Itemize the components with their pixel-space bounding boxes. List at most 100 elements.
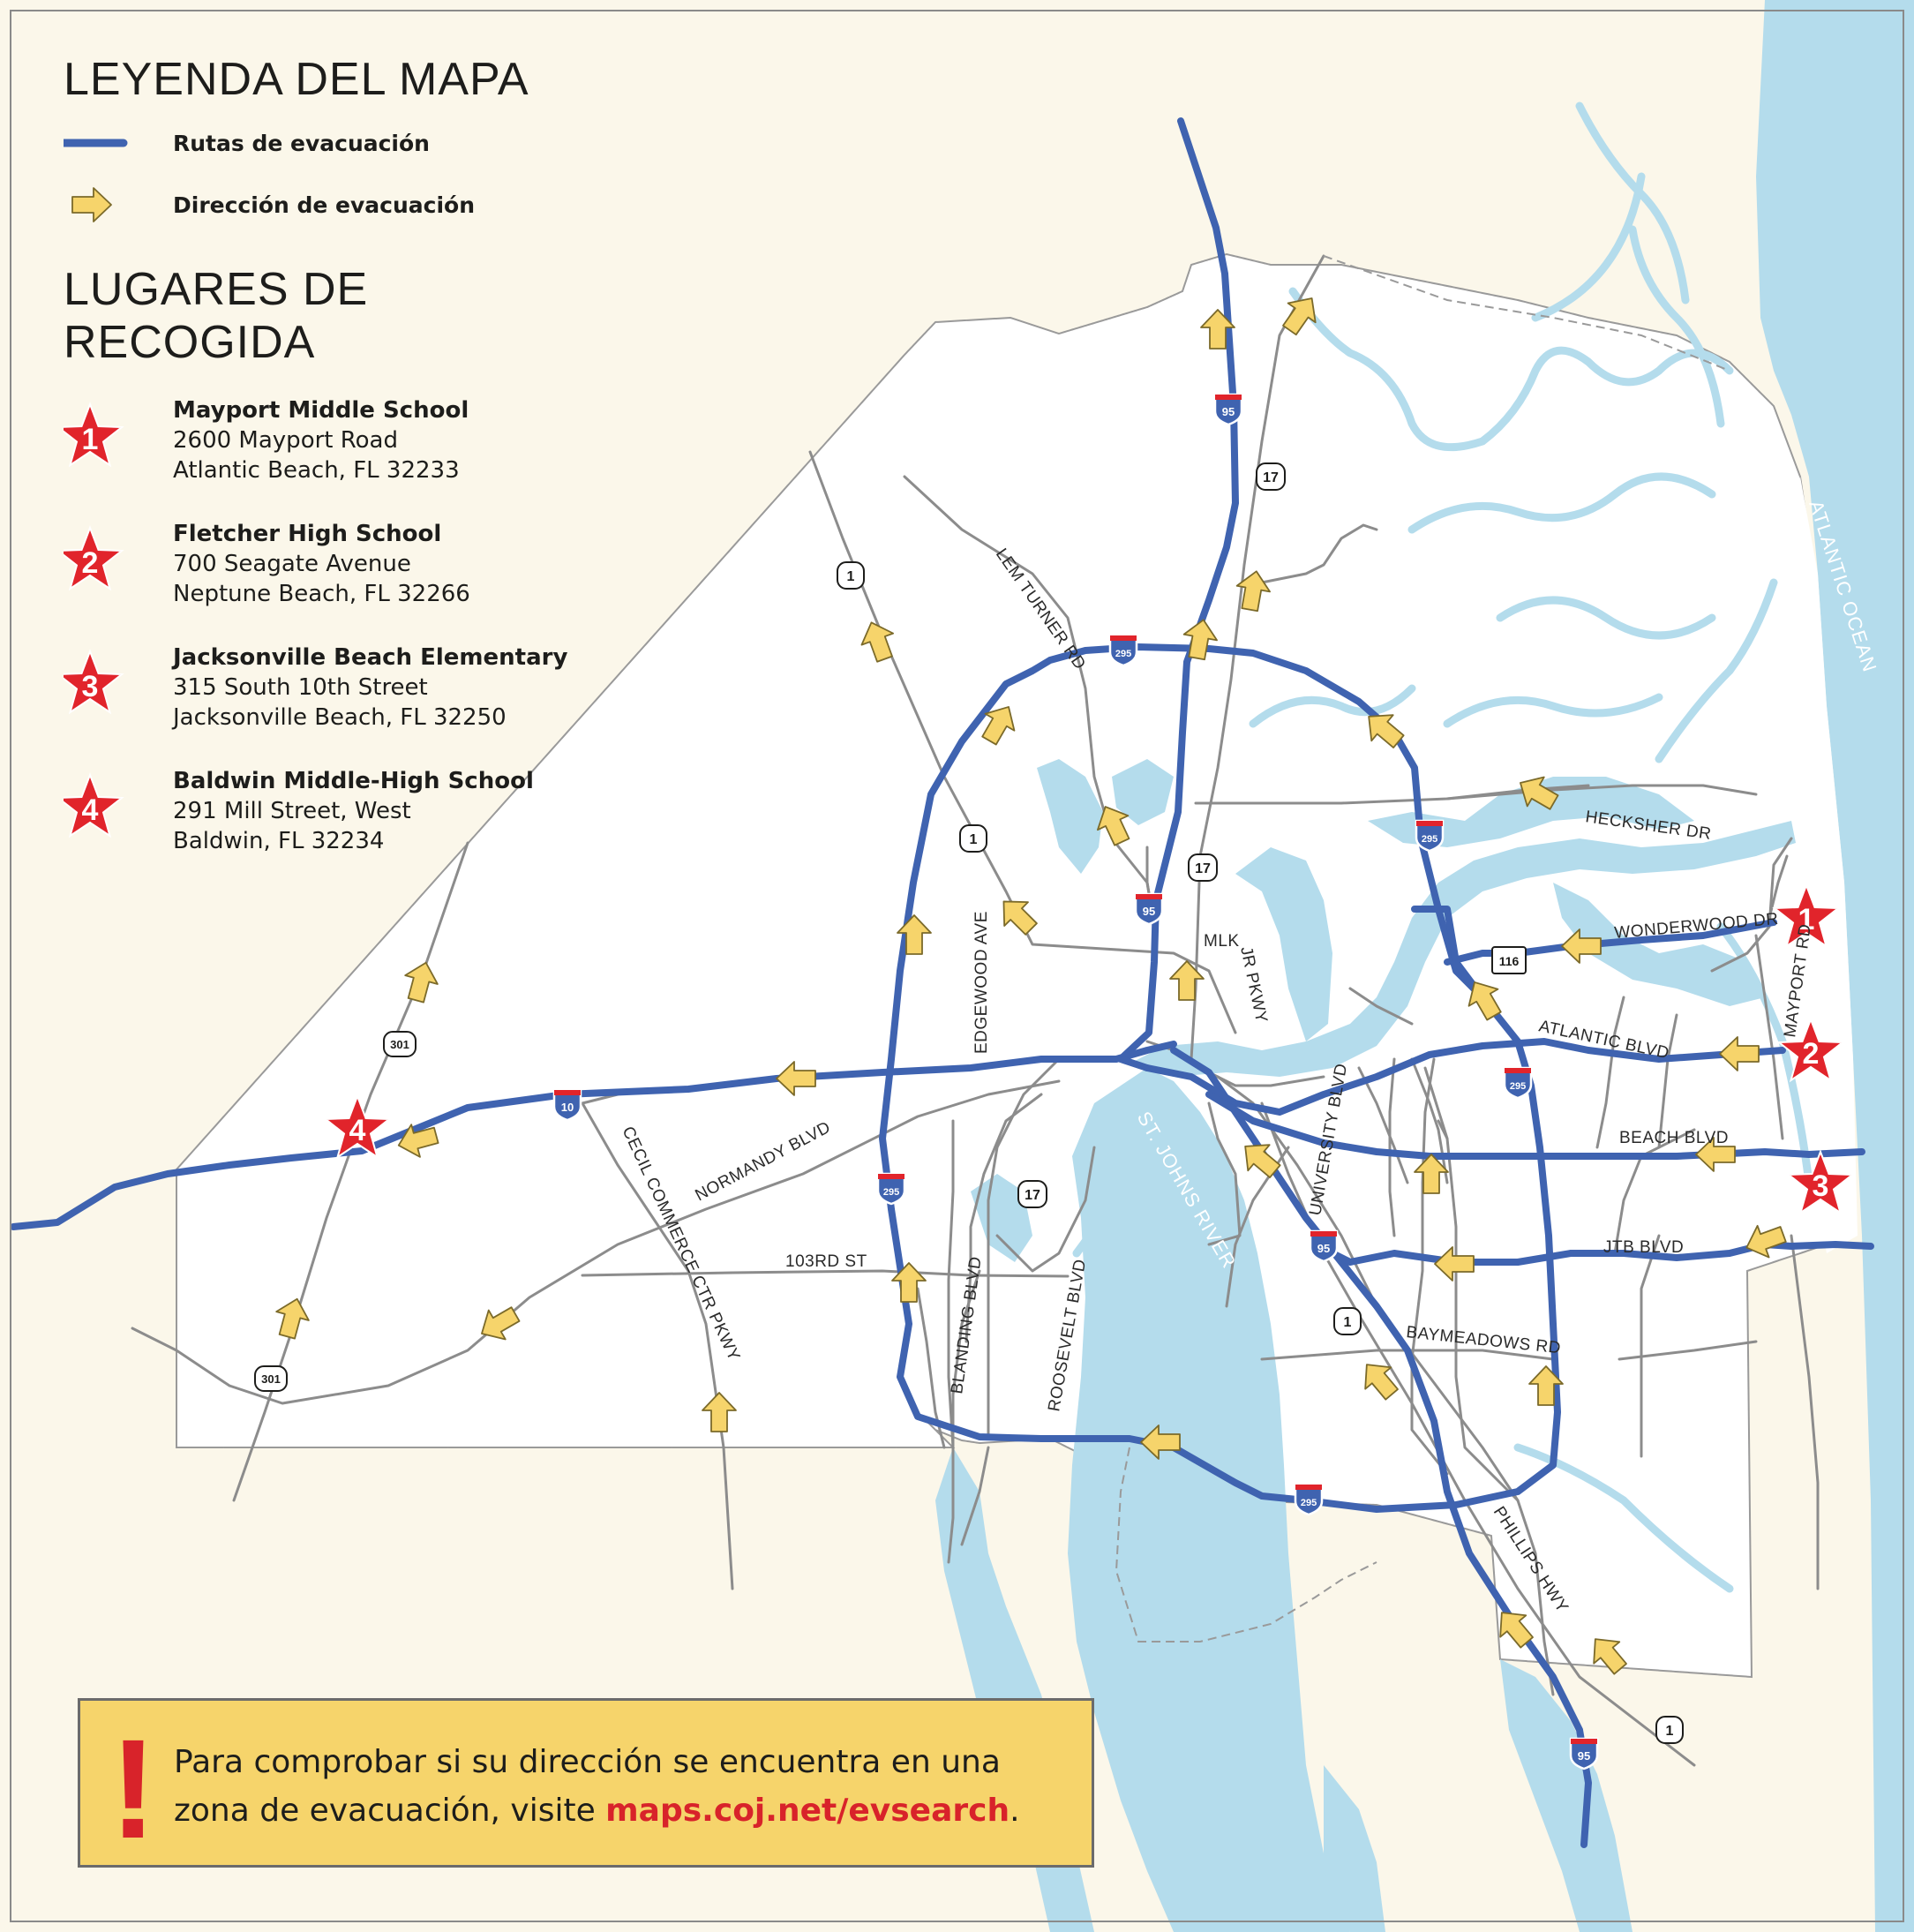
legend-route-row: Rutas de evacuación	[59, 118, 611, 168]
shield-i95-2: 95	[1134, 892, 1164, 926]
shield-i295-5: 295	[1294, 1483, 1324, 1516]
shield-i295-2: 295	[1415, 819, 1445, 853]
svg-text:295: 295	[1301, 1498, 1317, 1508]
shield-us1-3: 1	[1333, 1307, 1362, 1335]
svg-text:10: 10	[561, 1101, 574, 1114]
site-name: Baldwin Middle-High School	[173, 768, 534, 794]
shield-us1-1: 1	[837, 561, 865, 590]
county-line-north-dashed	[1323, 255, 1730, 372]
pickup-site-1: 1 Mayport Middle School 2600 Mayport Roa…	[57, 395, 611, 492]
svg-text:295: 295	[1115, 649, 1131, 659]
water-bodies	[935, 759, 1796, 1932]
legend-route-label: Rutas de evacuación	[173, 130, 430, 156]
site-address-line1: 291 Mill Street, West	[173, 798, 411, 824]
evacuation-zone-notice: ! Para comprobar si su dirección se encu…	[78, 1698, 1094, 1868]
svg-text:295: 295	[1422, 834, 1437, 845]
svg-text:17: 17	[1263, 470, 1279, 485]
site-address-line2: Jacksonville Beach, FL 32250	[173, 704, 507, 731]
label-beach: BEACH BLVD	[1619, 1129, 1729, 1147]
site-name: Mayport Middle School	[173, 397, 469, 424]
shield-i295-1: 295	[1108, 634, 1138, 667]
route-beach-blvd	[1205, 1091, 1865, 1160]
svg-text:1: 1	[1666, 1724, 1674, 1739]
svg-text:1: 1	[82, 423, 99, 456]
site-name: Jacksonville Beach Elementary	[173, 644, 568, 671]
beach-strip	[1765, 477, 1858, 1253]
legend-panel: LEYENDA DEL MAPA Rutas de evacuación Dir…	[57, 53, 611, 863]
shield-sr116: 116	[1491, 946, 1527, 974]
svg-text:95: 95	[1222, 405, 1235, 418]
svg-text:295: 295	[883, 1187, 899, 1198]
svg-text:95: 95	[1143, 905, 1155, 918]
exclamation-icon: !	[109, 1710, 156, 1868]
svg-text:95: 95	[1578, 1749, 1590, 1763]
route-loop-interior	[1117, 1056, 1151, 1071]
pickup-site-2: 2 Fletcher High School 700 Seagate Avenu…	[57, 519, 611, 616]
svg-text:95: 95	[1317, 1242, 1330, 1255]
map-pickup-stars: 1 2 3 4	[325, 884, 1853, 1214]
shield-i95-4: 95	[1569, 1737, 1599, 1770]
map-legend-title: LEYENDA DEL MAPA	[64, 54, 529, 105]
svg-text:3: 3	[1813, 1169, 1829, 1203]
svg-text:4: 4	[349, 1114, 366, 1147]
svg-text:1: 1	[1798, 903, 1815, 936]
star-icon: 2	[57, 519, 173, 616]
star-icon: 4	[57, 766, 173, 863]
map-star-3: 3	[1788, 1151, 1853, 1214]
site-address-line1: 2600 Mayport Road	[173, 427, 398, 454]
notice-line2: zona de evacuación, visite maps.coj.net/…	[174, 1793, 1020, 1829]
svg-text:!: !	[116, 1718, 151, 1851]
shield-us1-4: 1	[1655, 1716, 1684, 1744]
star-icon: 3	[57, 643, 173, 740]
direction-arrow-icon	[64, 187, 173, 222]
site-address-line1: 315 South 10th Street	[173, 674, 428, 701]
site-name: Fletcher High School	[173, 521, 442, 547]
star-icon: 1	[57, 395, 173, 492]
svg-text:116: 116	[1499, 954, 1520, 968]
svg-text:3: 3	[82, 670, 99, 703]
notice-message: Para comprobar si su dirección se encuen…	[174, 1738, 1020, 1835]
svg-text:295: 295	[1510, 1081, 1526, 1092]
site-address-line2: Neptune Beach, FL 32266	[173, 581, 470, 607]
svg-text:4: 4	[82, 793, 99, 827]
pickup-sites-title: LUGARES DE RECOGIDA	[64, 264, 369, 368]
label-103rd: 103RD ST	[785, 1252, 867, 1271]
map-frame	[10, 10, 1904, 1922]
map-star-2: 2	[1778, 1019, 1843, 1081]
svg-text:17: 17	[1195, 861, 1211, 876]
legend-direction-label: Dirección de evacuación	[173, 192, 476, 218]
label-jtb: JTB BLVD	[1603, 1238, 1684, 1257]
shield-us17-1: 17	[1256, 462, 1286, 491]
evsearch-link[interactable]: maps.coj.net/evsearch	[605, 1793, 1010, 1829]
svg-text:2: 2	[82, 546, 99, 580]
site-address-line2: Baldwin, FL 32234	[173, 828, 385, 854]
county-line-dashed	[1115, 1447, 1377, 1643]
shield-us301-1: 301	[383, 1031, 417, 1057]
svg-text:17: 17	[1025, 1188, 1040, 1203]
route-i10	[10, 1041, 1177, 1230]
shield-i95-3: 95	[1309, 1229, 1339, 1263]
notice-line1: Para comprobar si su dirección se encuen…	[174, 1744, 1001, 1780]
label-mlk: MLK	[1204, 932, 1240, 951]
svg-text:301: 301	[261, 1372, 281, 1386]
svg-text:2: 2	[1803, 1037, 1820, 1071]
route-atlantic-blvd	[1144, 1038, 1786, 1116]
svg-text:1: 1	[1344, 1315, 1352, 1330]
shield-i10: 10	[552, 1088, 582, 1122]
pickup-site-4: 4 Baldwin Middle-High School 291 Mill St…	[57, 766, 611, 863]
route-line-icon	[59, 125, 173, 161]
site-address-line2: Atlantic Beach, FL 32233	[173, 457, 460, 484]
shield-i95-1: 95	[1213, 393, 1243, 426]
svg-text:1: 1	[847, 569, 855, 584]
shield-i295-4: 295	[876, 1172, 906, 1206]
label-edgewood: EDGEWOOD AVE	[972, 911, 991, 1054]
shield-i295-3: 295	[1503, 1066, 1533, 1100]
route-i295-loop	[879, 643, 1561, 1513]
legend-direction-row: Dirección de evacuación	[64, 180, 611, 229]
shield-us301-2: 301	[254, 1365, 288, 1392]
atlantic-ocean	[1756, 0, 1914, 1932]
shield-us1-2: 1	[959, 824, 987, 853]
map-star-1: 1	[1774, 884, 1839, 947]
